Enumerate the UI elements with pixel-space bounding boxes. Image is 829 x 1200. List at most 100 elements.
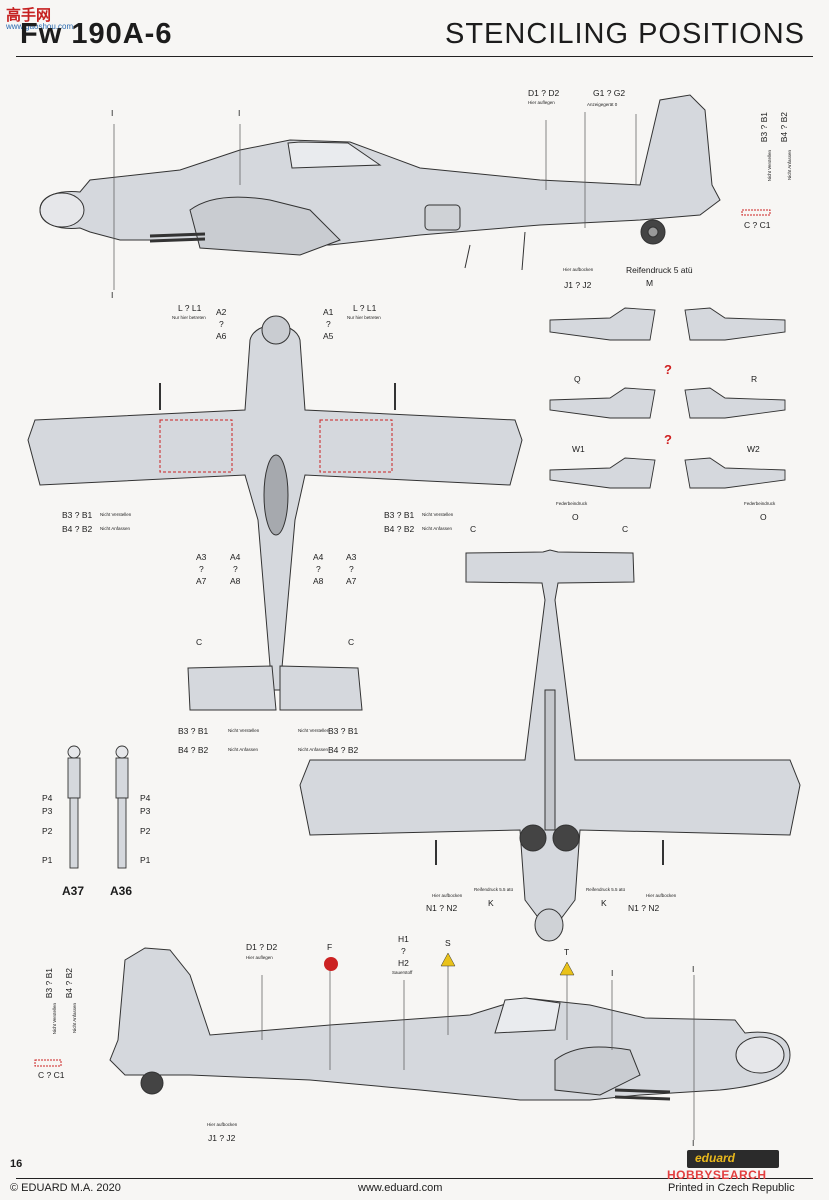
label-k-r: K	[601, 898, 607, 908]
label-b3b1-tail-r: B3 ? B1	[328, 726, 359, 736]
label-na-left: Nicht Anfassen	[100, 526, 131, 531]
label-i-a: I	[611, 968, 614, 978]
label-h1: H1	[398, 934, 409, 944]
brand-text: eduard	[695, 1151, 736, 1165]
page-title-fragment: Fw 190A-6	[20, 18, 173, 50]
label-q: Q	[574, 374, 581, 384]
side-view-bottom	[109, 947, 791, 1101]
rudder-panels	[549, 307, 786, 489]
hobbysearch-watermark: HOBBYSEARCH	[667, 1168, 767, 1182]
label-p1-l: P1	[42, 855, 53, 865]
label-federbeindruck-r: Federbeindruck	[744, 501, 776, 506]
label-nv-right: Nicht Verstellen	[422, 512, 454, 517]
label-p3-l: P3	[42, 806, 53, 816]
label-p1-r: P1	[140, 855, 151, 865]
label-r: R	[751, 374, 758, 384]
label-d1d2-bottom: D1 ? D2	[246, 942, 278, 952]
label-j1j2-bottom: J1 ? J2	[208, 1133, 236, 1143]
label-hier-auflegen: Hier auflegen	[528, 100, 555, 105]
label-q-a3a7-r: ?	[349, 564, 354, 574]
label-p4-r: P4	[140, 793, 151, 803]
qmark-2: ?	[664, 432, 672, 447]
top-view-aircraft	[27, 315, 523, 711]
label-b3b1: B3 ? B1	[759, 112, 769, 143]
label-nv-bottom: Nicht Verstellen	[52, 1003, 57, 1035]
label-q-a4a8-l: ?	[233, 564, 238, 574]
label-p2-l: P2	[42, 826, 53, 836]
label-j1j2: J1 ? J2	[564, 280, 592, 290]
label-k-l: K	[488, 898, 494, 908]
page-title: STENCILING POSITIONS	[445, 18, 805, 50]
label-ll1-left: L ? L1	[178, 303, 202, 313]
label-nicht-verstellen: Nicht Verstellen	[767, 150, 772, 182]
label-c-bv-r: C	[622, 524, 629, 534]
label-b4b2-bottom: B4 ? B2	[64, 968, 74, 999]
label-a5: A5	[323, 331, 334, 341]
label-p4-l: P4	[42, 793, 53, 803]
label-s: S	[445, 938, 451, 948]
label-c-tail-l: C	[196, 637, 203, 647]
side-view-top	[39, 94, 721, 271]
label-a3-l: A3	[196, 552, 207, 562]
label-g1g2: G1 ? G2	[593, 88, 626, 98]
eduard-brand-logo: eduard	[687, 1150, 779, 1168]
label-o-right: O	[760, 512, 767, 522]
label-a7-r: A7	[346, 576, 357, 586]
label-a37: A37	[62, 884, 85, 898]
label-n1n2-l: N1 ? N2	[426, 903, 458, 913]
label-hq: ?	[401, 946, 406, 956]
label-a36: A36	[110, 884, 133, 898]
label-b3b1-bottom: B3 ? B1	[44, 968, 54, 999]
label-n1n2-r: N1 ? N2	[628, 903, 660, 913]
label-a4-r: A4	[313, 552, 324, 562]
label-i-mid: I	[238, 108, 241, 118]
label-a2: A2	[216, 307, 227, 317]
label-ll1-right: L ? L1	[353, 303, 377, 313]
label-hier-aufbocken-bottom: Hier aufbocken	[207, 1122, 238, 1127]
label-a8-l: A8	[230, 576, 241, 586]
label-b3b1-right: B3 ? B1	[384, 510, 415, 520]
label-i-b: I	[692, 964, 695, 974]
label-anzeigegeraet: Anzeigegerät 0	[587, 102, 618, 107]
label-q-a4a8-r: ?	[316, 564, 321, 574]
label-o-left: O	[572, 512, 579, 522]
label-i-c: I	[692, 1138, 695, 1148]
label-na-tail-l: Nicht Anfassen	[228, 747, 259, 752]
label-w2: W2	[747, 444, 760, 454]
label-p2-r: P2	[140, 826, 151, 836]
footer-divider	[16, 1178, 813, 1179]
label-h2: H2	[398, 958, 409, 968]
logo-text: 高手网	[6, 6, 52, 24]
landing-legs	[67, 745, 129, 869]
label-q-a2a6: ?	[219, 319, 224, 329]
label-cc1-bottom: C ? C1	[38, 1070, 65, 1080]
label-reifendruck: Reifendruck 5 atü	[626, 265, 693, 275]
label-d1d2: D1 ? D2	[528, 88, 560, 98]
label-reifendruck-bv-r: Reifendruck 5.5 atü	[586, 887, 626, 892]
label-f: F	[327, 942, 333, 952]
label-a8-r: A8	[313, 576, 324, 586]
label-b4b2: B4 ? B2	[779, 112, 789, 143]
label-federbeindruck-l: Federbeindruck	[556, 501, 588, 506]
label-a7-l: A7	[196, 576, 207, 586]
label-cc1: C ? C1	[744, 220, 771, 230]
logo-sub: www.gaoshou.com	[6, 22, 74, 31]
label-hier-aufbocken-r: Hier aufbocken	[646, 893, 677, 898]
page-number: 16	[10, 1158, 23, 1170]
label-hier-aufbocken-l: Hier aufbocken	[432, 893, 463, 898]
label-nv-tail-r: Nicht Verstellen	[298, 728, 330, 733]
footer-printed: Printed in Czech Republic	[668, 1182, 795, 1194]
label-b4b2-right: B4 ? B2	[384, 524, 415, 534]
label-q-a3a7-l: ?	[199, 564, 204, 574]
label-hier-auflegen-bottom: Hier auflegen	[246, 955, 273, 960]
label-b4b2-left: B4 ? B2	[62, 524, 93, 534]
label-b3b1-left: B3 ? B1	[62, 510, 93, 520]
label-nv-tail-l: Nicht Verstellen	[228, 728, 260, 733]
label-a1: A1	[323, 307, 334, 317]
label-reifendruck-bv-l: Reifendruck 5.5 atü	[474, 887, 514, 892]
qmark-1: ?	[664, 362, 672, 377]
label-b3b1-tail-l: B3 ? B1	[178, 726, 209, 736]
site-logo: 高手网 www.gaoshou.com	[6, 4, 84, 34]
label-na-bottom: Nicht Anfassen	[72, 1003, 77, 1034]
bottom-view-aircraft	[299, 549, 801, 942]
